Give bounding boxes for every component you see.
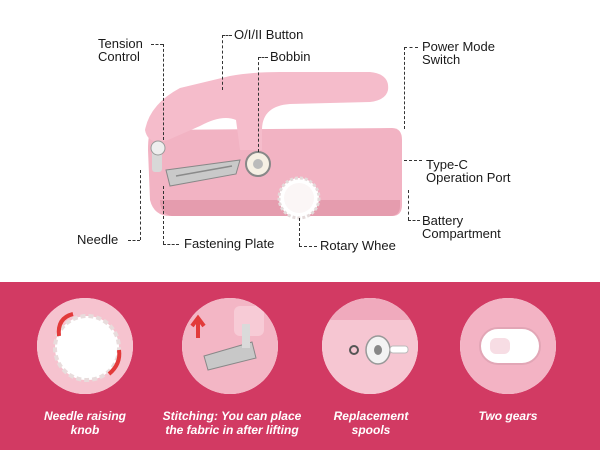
feature-caption-line1: Two gears — [478, 409, 538, 423]
product-diagram-area: Tension Control O/I/II Button Bobbin Pow… — [77, 27, 511, 253]
bobbin-leader-v — [258, 57, 259, 152]
feature-caption-stitching: Stitching: You can place the fabric in a… — [150, 409, 314, 437]
feature-caption-needle-knob: Needle raising knob — [15, 409, 155, 437]
bobbin-label: Bobbin — [270, 49, 311, 64]
rotary-wheel-leader — [299, 246, 317, 247]
tension-control-leader-v — [163, 44, 164, 140]
feature-image-stitching — [182, 298, 278, 394]
spools-illustration — [322, 298, 418, 394]
button-leader-v — [222, 35, 223, 90]
feature-caption-two-gears: Two gears — [445, 409, 571, 423]
sewing-machine-illustration — [145, 72, 402, 220]
power-mode-line1: Power Mode — [422, 39, 495, 54]
typec-label: Type-C Operation Port — [426, 158, 511, 184]
fastening-plate-leader — [163, 244, 179, 245]
feature-caption-line2: spools — [351, 423, 391, 437]
tension-control-leader — [151, 44, 163, 45]
stitching-illustration — [182, 298, 278, 394]
needle-leader-v — [140, 170, 141, 240]
needle-leader — [128, 240, 140, 241]
battery-leader — [408, 220, 420, 221]
power-mode-leader — [404, 47, 418, 48]
rotary-wheel-leader-v — [299, 218, 300, 246]
bobbin-leader — [258, 57, 268, 58]
feature-caption-line1: Replacement — [333, 409, 409, 423]
fastening-plate-leader-v — [163, 186, 164, 244]
battery-label: Battery Compartment — [422, 214, 501, 240]
feature-image-needle-knob — [37, 298, 133, 394]
button-leader — [222, 35, 232, 36]
tension-control-line2: Control — [98, 49, 140, 64]
typec-line2: Operation Port — [426, 170, 511, 185]
needle-knob-illustration — [37, 298, 133, 394]
feature-caption-line1: Needle raising — [43, 409, 127, 423]
button-label: O/I/II Button — [234, 27, 304, 42]
power-mode-line2: Switch — [422, 52, 461, 67]
feature-caption-line1: Stitching: You can place — [162, 409, 302, 423]
power-mode-label: Power Mode Switch — [422, 40, 495, 66]
feature-image-spools — [322, 298, 418, 394]
feature-image-two-gears — [460, 298, 556, 394]
feature-caption-spools: Replacement spools — [305, 409, 437, 437]
needle-label: Needle — [77, 232, 119, 247]
typec-leader — [404, 160, 422, 161]
tension-control-label: Tension Control — [98, 37, 143, 63]
feature-caption-line2: the fabric in after lifting — [165, 423, 299, 437]
fastening-plate-label: Fastening Plate — [184, 236, 275, 251]
battery-leader-v — [408, 190, 409, 220]
tension-control-line1: Tension — [98, 36, 143, 51]
power-mode-leader-v — [404, 47, 405, 129]
rotary-wheel-label: Rotary Whee — [320, 238, 396, 253]
battery-line2: Compartment — [422, 226, 501, 241]
two-gears-illustration — [460, 298, 556, 394]
feature-caption-line2: knob — [70, 423, 100, 437]
typec-line1: Type-C — [426, 157, 468, 172]
battery-line1: Battery — [422, 213, 464, 228]
